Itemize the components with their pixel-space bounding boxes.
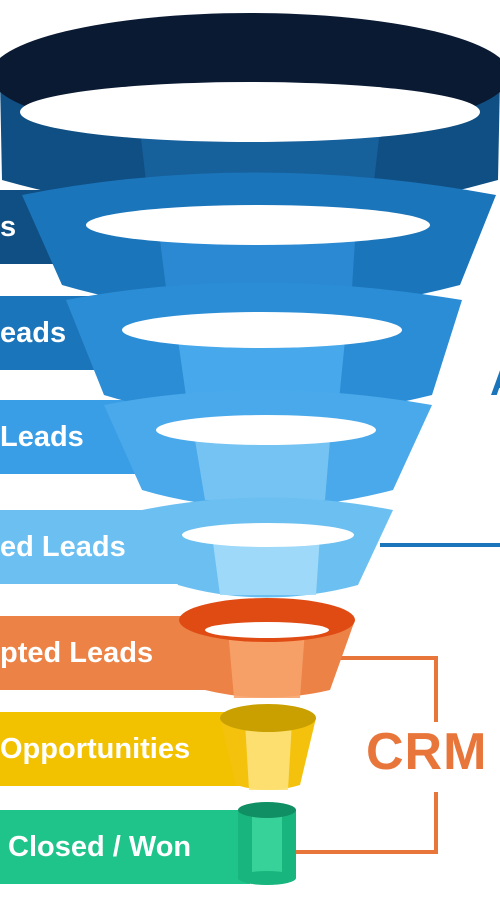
stage-label-3: Leads [0,420,84,453]
funnel-layer-6 [179,598,355,698]
stage-label-6: Opportunities [0,732,191,765]
stage-label-5: pted Leads [0,636,154,669]
crm-bracket [295,656,438,854]
funnel-layer-5 [142,497,393,598]
crm-label: CRM [366,723,488,781]
stage-banner-6: Opportunities [0,712,250,786]
stage-label-1: s [0,210,17,243]
stage-banner-7: Closed / Won [0,810,250,884]
stage-label-7: Closed / Won [8,830,192,863]
stage-label-4: ed Leads [0,530,126,563]
funnel-layer-7 [220,704,316,790]
funnel-layer-4 [104,390,432,508]
stage-banner-2: eads [0,296,110,370]
funnel-layer-8 [238,802,296,885]
stage-label-2: eads [0,316,67,349]
partial-right-label: A [490,360,500,405]
